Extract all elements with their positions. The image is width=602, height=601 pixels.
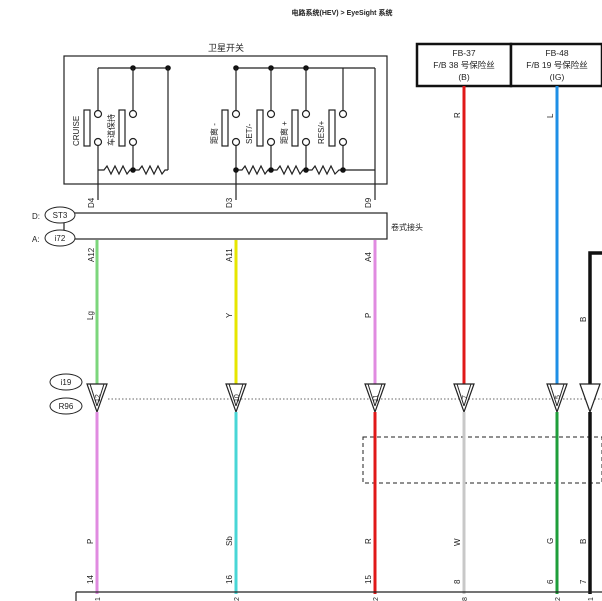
bottom-pin-8: 8 <box>453 579 462 584</box>
bottom-edge-pin-2b: 2 <box>373 597 380 601</box>
pin-label-a4: A4 <box>364 252 373 262</box>
fuse-type-fb37: (B) <box>458 72 470 82</box>
wire-label-r-lower: R <box>364 538 373 544</box>
wire-label-b-lower: B <box>579 539 588 544</box>
pin-label-d3: D3 <box>225 197 234 208</box>
fuse-desc-fb48: F/B 19 号保险丝 <box>526 60 588 70</box>
bottom-pin-16: 16 <box>225 575 234 584</box>
bottom-pin-14: 14 <box>86 575 95 584</box>
fuse-box-fb48: FB-48 F/B 19 号保险丝 (IG) <box>509 42 602 88</box>
connector-st3: ST3 <box>53 211 68 220</box>
switch-label-distance-minus: 距离 - <box>209 123 219 144</box>
lower-wires <box>95 412 592 594</box>
fuse-id-fb37: FB-37 <box>452 48 475 58</box>
wire-label-b-upper: B <box>579 317 588 322</box>
wire-black-feed <box>588 251 602 384</box>
junction-pins <box>86 383 601 414</box>
connector-i72: i72 <box>55 234 66 243</box>
bottom-edge-pin-2a: 2 <box>234 597 241 601</box>
fuse-desc-fb37: F/B 38 号保险丝 <box>433 60 495 70</box>
fuse-id-fb48: FB-48 <box>545 48 568 58</box>
fuse-type-fb48: (IG) <box>550 72 565 82</box>
bottom-edge-pin-2c: 2 <box>555 597 562 601</box>
switch-label-lane-keep: 车道保持 <box>106 114 116 146</box>
joint-pin-7: 7 <box>462 395 469 399</box>
joint-pin-12: 12 <box>95 394 102 402</box>
wire-label-g: G <box>546 538 555 544</box>
spiral-connector: 卷式接头 <box>63 212 423 240</box>
wire-label-p: P <box>364 313 373 318</box>
connector-r96-badge <box>49 397 83 415</box>
upper-wires <box>95 86 559 384</box>
switch-label-res-plus: RES/+ <box>317 120 326 144</box>
wire-label-r: R <box>453 112 462 118</box>
fuse-box-fb37: FB-37 F/B 38 号保险丝 (B) <box>415 42 513 88</box>
pin-label-a11: A11 <box>225 248 234 262</box>
joint-pin-11: 11 <box>373 395 380 402</box>
connector-i19-badge <box>49 373 83 391</box>
bottom-edge-pin-1b: 1 <box>588 597 595 601</box>
connector-d-prefix: D: <box>32 212 40 221</box>
joint-pin-10: 10 <box>234 394 241 402</box>
bottom-pin-7: 7 <box>579 579 588 584</box>
bottom-pin-6: 6 <box>546 579 555 584</box>
pin-label-a12: A12 <box>87 247 96 262</box>
satellite-switch: 卫星开关 <box>63 42 388 200</box>
bottom-edge-pin-1: 1 <box>95 597 102 601</box>
connector-r96: R96 <box>59 402 74 411</box>
pin-label-d9: D9 <box>364 197 373 208</box>
dashed-option-box <box>362 436 602 484</box>
bottom-edge-pin-8: 8 <box>462 597 469 601</box>
wire-label-l: L <box>546 113 555 118</box>
wire-label-p-lower: P <box>86 539 95 544</box>
connector-st3-badge <box>44 206 76 224</box>
switch-label-cruise: CRUISE <box>72 116 81 146</box>
bottom-pin-15: 15 <box>364 575 373 584</box>
switch-label-set-minus: SET/- <box>245 123 254 144</box>
joint-pin-5: 5 <box>555 395 562 399</box>
pin-label-d4: D4 <box>87 197 96 208</box>
connector-i19: i19 <box>61 378 72 387</box>
satellite-switch-title: 卫星开关 <box>208 42 244 53</box>
page-title: 电路系统(HEV) > EyeSight 系统 <box>292 8 393 17</box>
spiral-connector-label: 卷式接头 <box>391 222 423 232</box>
wire-label-lg: Lg <box>86 311 95 320</box>
connector-a-prefix: A: <box>32 235 40 244</box>
switch-label-distance-plus: 距离 + <box>279 121 289 144</box>
connector-i72-badge <box>44 229 76 247</box>
wire-label-y: Y <box>225 312 234 318</box>
wire-label-w: W <box>453 538 462 546</box>
wire-label-sb: Sb <box>225 536 234 546</box>
